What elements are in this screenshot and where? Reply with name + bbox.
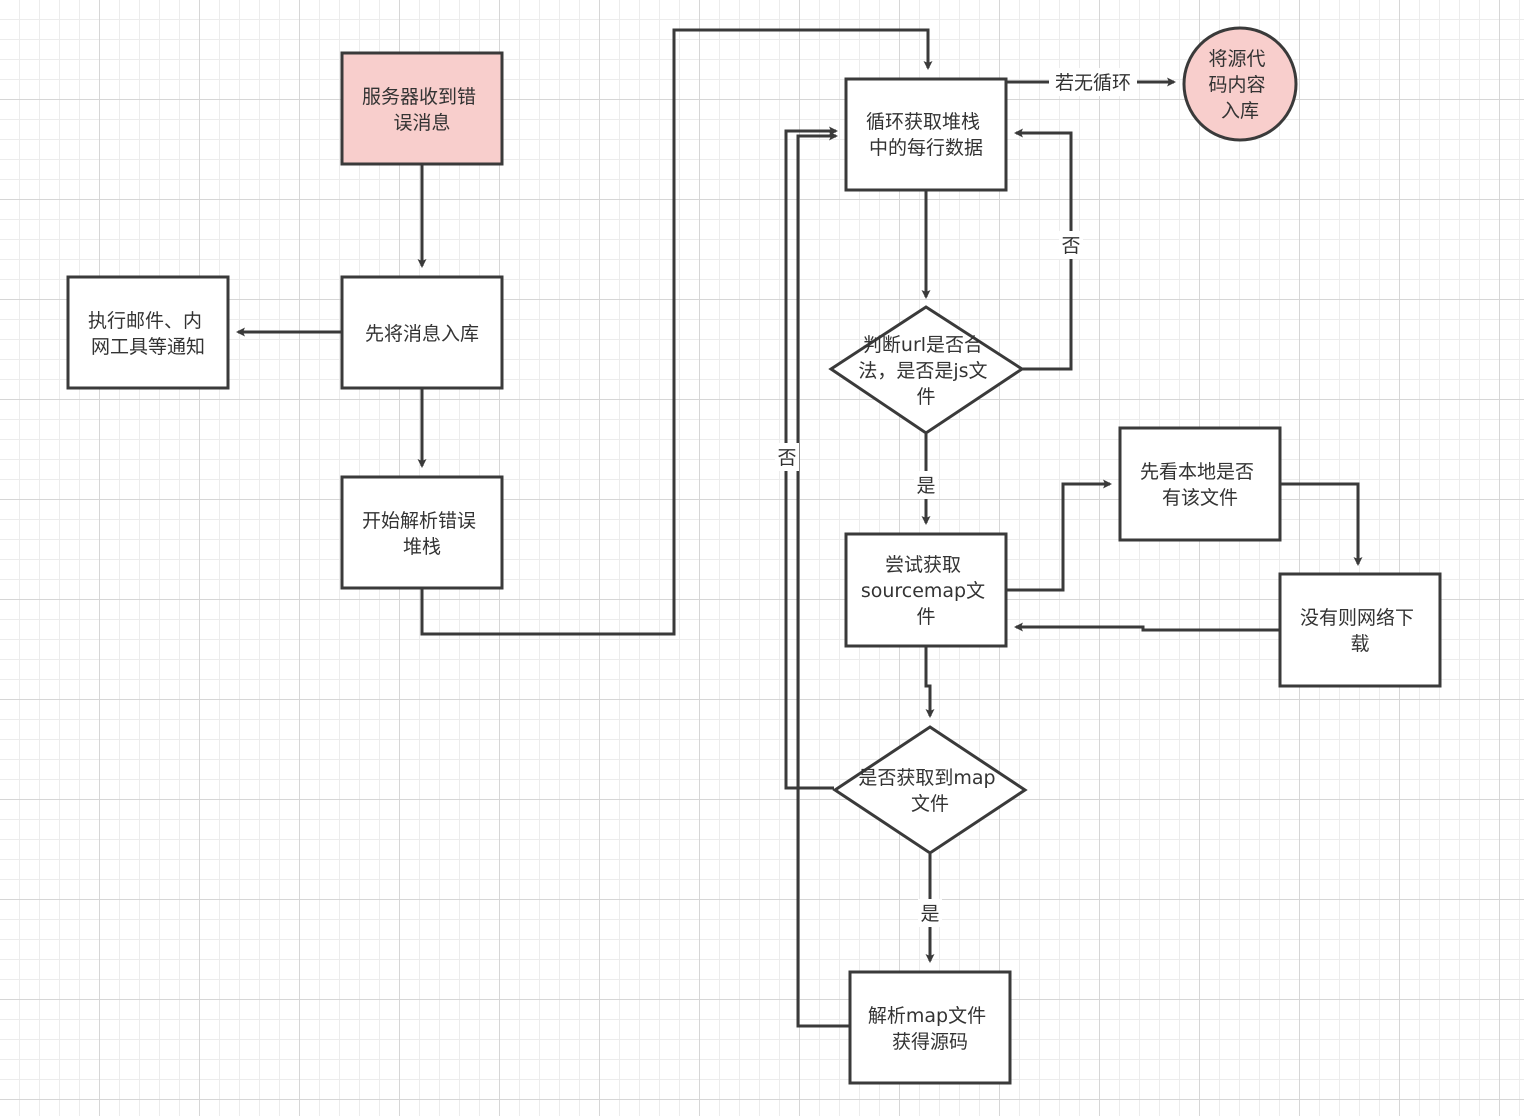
node-check-local-line-2: 有该文件	[1162, 487, 1238, 509]
node-receive-error-line-1: 服务器收到错	[362, 86, 476, 108]
node-download: 没有则网络下 载	[1278, 572, 1442, 688]
node-try-sourcemap-line-2: sourcemap文	[861, 580, 985, 602]
node-store-message-line-1: 先将消息入库	[365, 323, 479, 345]
node-notify: 执行邮件、内 网工具等通知	[66, 275, 230, 390]
svg-text:先将消息入库: 先将消息入库	[365, 323, 479, 345]
node-store-message: 先将消息入库	[340, 275, 504, 390]
node-map-obtained-line-1: 是否获取到map	[858, 767, 995, 789]
node-receive-error: 服务器收到错 误消息	[340, 51, 504, 166]
node-try-sourcemap: 尝试获取 sourcemap文 件	[844, 532, 1008, 648]
edge-parse-to-loop	[420, 28, 933, 636]
svg-text:判断url是否合 法，是否是js文: 判断url是否合 法，是否是js文 件	[858, 334, 993, 408]
node-parse-stack: 开始解析错误 堆栈	[340, 475, 504, 590]
node-download-line-2: 载	[1350, 633, 1369, 655]
edge-label-no-loop: 若无循环	[1055, 72, 1131, 94]
edge-label-map-no: 否	[777, 447, 796, 469]
svg-text:将源代 码内容 入库: 将源代 码内容 入库	[1208, 48, 1271, 122]
node-parse-map-line-2: 获得源码	[892, 1031, 968, 1053]
svg-text:服务器收到错 误消息: 服务器收到错 误消息	[362, 86, 482, 134]
svg-text:开始解析错误 堆栈: 开始解析错误 堆栈	[362, 510, 482, 558]
svg-text:是否获取到map 文件: 是否获取到map 文件	[858, 767, 1001, 815]
node-notify-line-2: 网工具等通知	[91, 336, 205, 358]
node-parse-stack-line-2: 堆栈	[403, 536, 441, 558]
edge-try-to-check-local	[1006, 479, 1112, 592]
node-save-source-line-3: 入库	[1221, 100, 1259, 122]
edge-check-local-to-download	[1280, 482, 1363, 566]
edge-parse-map-to-loop	[796, 131, 850, 1028]
edge-try-to-map-check	[924, 647, 935, 718]
node-parse-map: 解析map文件 获得源码	[848, 970, 1012, 1085]
node-receive-error-line-2: 误消息	[393, 112, 450, 134]
svg-text:执行邮件、内 网工具等通知: 执行邮件、内 网工具等通知	[88, 310, 208, 358]
node-loop-stack-line-1: 循环获取堆栈	[866, 111, 980, 133]
svg-text:解析map文件 获得源码: 解析map文件 获得源码	[868, 1005, 992, 1053]
node-check-local-line-1: 先看本地是否	[1140, 461, 1254, 483]
node-check-url-line-1: 判断url是否合	[863, 334, 983, 356]
node-map-obtained: 是否获取到map 文件	[832, 725, 1028, 855]
node-try-sourcemap-line-1: 尝试获取	[885, 554, 961, 576]
edge-label-url-yes: 是	[916, 475, 935, 497]
node-check-url: 判断url是否合 法，是否是js文 件	[828, 305, 1025, 435]
node-loop-stack: 循环获取堆栈 中的每行数据	[844, 77, 1008, 192]
node-download-line-1: 没有则网络下	[1300, 607, 1414, 629]
edge-label-url-no: 否	[1061, 235, 1080, 257]
node-notify-line-1: 执行邮件、内	[88, 310, 202, 332]
edge-labels: 若无循环 否 是 否 是	[775, 68, 1137, 927]
svg-text:尝试获取 sourcemap文 件: 尝试获取 sourcemap文 件	[861, 554, 991, 628]
node-save-source-line-2: 码内容	[1208, 74, 1265, 96]
node-loop-stack-line-2: 中的每行数据	[869, 137, 983, 159]
svg-text:循环获取堆栈 中的每行数据: 循环获取堆栈 中的每行数据	[866, 111, 986, 159]
edge-label-map-yes: 是	[920, 903, 939, 925]
node-save-source-line-1: 将源代	[1208, 48, 1265, 70]
node-parse-map-line-1: 解析map文件	[868, 1005, 986, 1027]
node-check-url-line-3: 件	[916, 386, 935, 408]
node-map-obtained-line-2: 文件	[911, 793, 949, 815]
node-parse-stack-line-1: 开始解析错误	[362, 510, 476, 532]
node-try-sourcemap-line-3: 件	[916, 606, 935, 628]
node-check-local: 先看本地是否 有该文件	[1118, 426, 1282, 542]
node-save-source: 将源代 码内容 入库	[1182, 26, 1298, 142]
svg-text:先看本地是否 有该文件: 先看本地是否 有该文件	[1140, 461, 1260, 509]
svg-text:没有则网络下 载: 没有则网络下 载	[1300, 607, 1420, 655]
node-check-url-line-2: 法，是否是js文	[858, 360, 987, 382]
edge-download-to-try	[1014, 622, 1280, 632]
